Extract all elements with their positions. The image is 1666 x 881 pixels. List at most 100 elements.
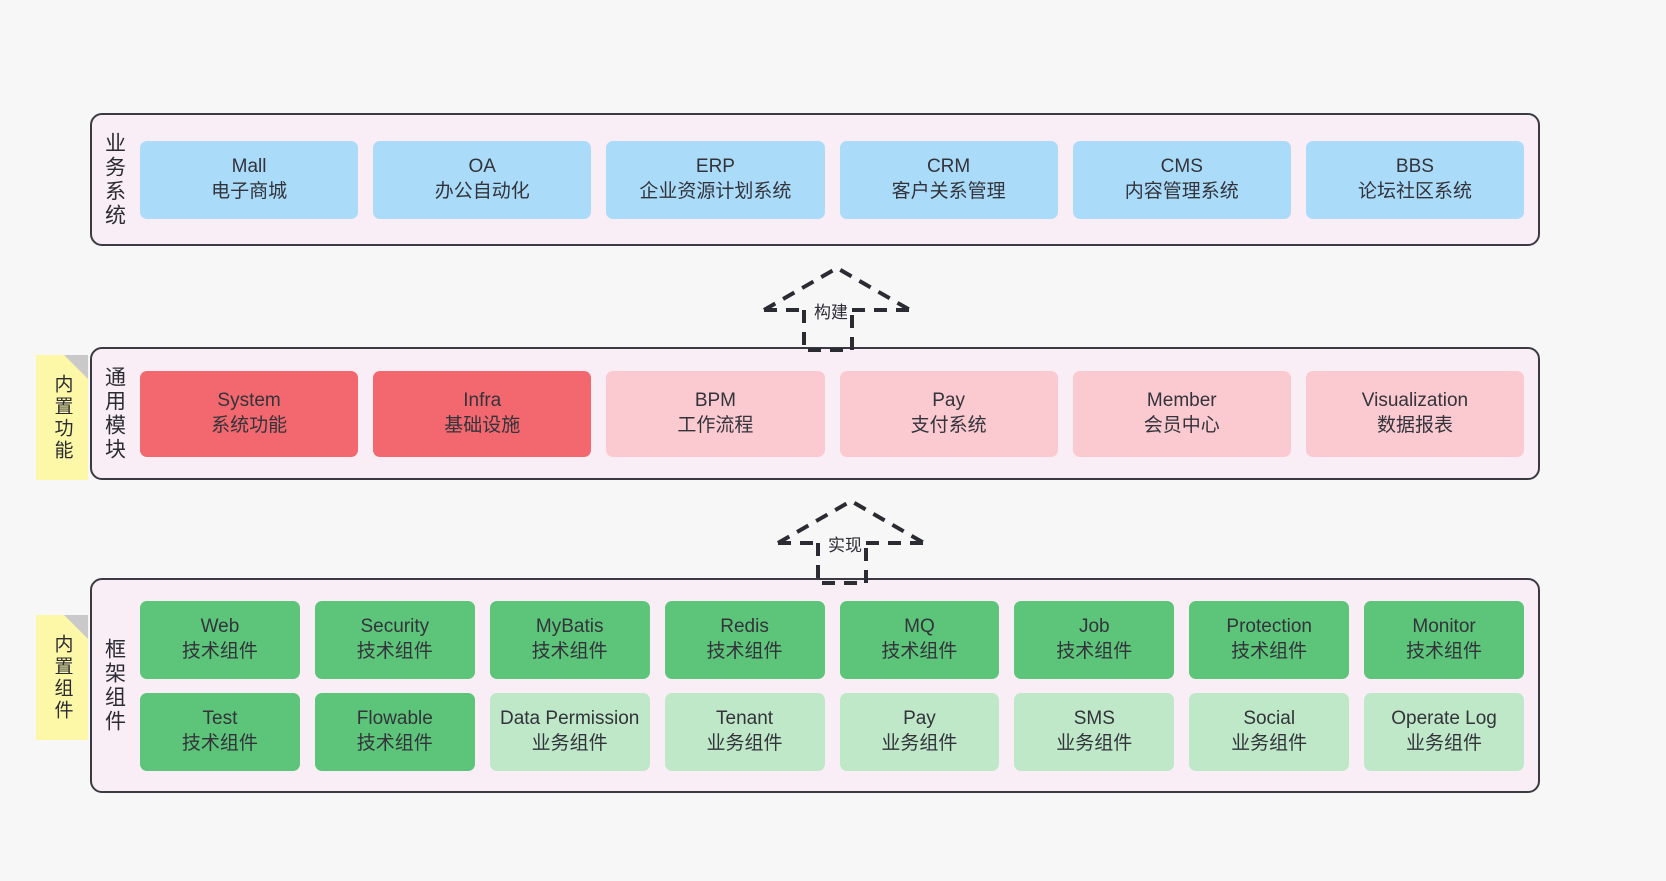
card-subtitle: 技术组件 (1056, 640, 1133, 662)
card-title: Member (1146, 390, 1217, 412)
card-subtitle: 技术组件 (181, 732, 258, 754)
card-title: Test (202, 708, 238, 730)
card-title: SMS (1073, 708, 1115, 730)
card-mybatis[interactable]: MyBatis 技术组件 (489, 600, 650, 679)
note-builtin-components: 内置组件 (36, 615, 88, 740)
layer-business-systems-label: 业务系统 (102, 131, 126, 228)
card-title: Pay (932, 390, 965, 412)
folded-corner-icon (64, 355, 88, 379)
card-bpm[interactable]: BPM 工作流程 (606, 370, 825, 457)
card-title: Operate Log (1391, 708, 1497, 730)
card-infra[interactable]: Infra 基础设施 (373, 370, 592, 457)
card-visualization[interactable]: Visualization 数据报表 (1305, 370, 1525, 457)
card-job[interactable]: Job 技术组件 (1014, 600, 1175, 679)
card-title: Security (360, 616, 430, 638)
card-security[interactable]: Security 技术组件 (314, 600, 475, 679)
card-subtitle: 系统功能 (211, 414, 288, 436)
arrow-implement-glyph (777, 498, 925, 585)
layer-framework-components-body: Web 技术组件 Security 技术组件 MyBatis 技术组件 Redi… (136, 580, 1538, 791)
card-system[interactable]: System 系统功能 (140, 370, 359, 457)
card-title: Visualization (1361, 390, 1469, 412)
card-bbs[interactable]: BBS 论坛社区系统 (1305, 140, 1525, 219)
card-title: Web (200, 616, 240, 638)
card-subtitle: 电子商城 (211, 180, 288, 202)
card-title: BPM (694, 390, 737, 412)
card-title: CMS (1160, 156, 1203, 178)
card-subtitle: 论坛社区系统 (1357, 180, 1472, 202)
framework-tech-row: Web 技术组件 Security 技术组件 MyBatis 技术组件 Redi… (140, 600, 1524, 679)
card-title: CRM (926, 156, 971, 178)
card-subtitle: 办公自动化 (434, 180, 530, 202)
layer-business-systems: 业务系统 Mall 电子商城 OA 办公自动化 ERP 企业资源计划系统 CRM… (90, 113, 1540, 246)
card-subtitle: 企业资源计划系统 (639, 180, 792, 202)
card-web[interactable]: Web 技术组件 (140, 600, 300, 679)
card-social[interactable]: Social 业务组件 (1189, 692, 1350, 771)
card-subtitle: 业务组件 (706, 732, 783, 754)
card-mq[interactable]: MQ 技术组件 (839, 600, 1000, 679)
card-title: Mall (231, 156, 267, 178)
card-title: Social (1243, 708, 1296, 730)
card-crm[interactable]: CRM 客户关系管理 (839, 140, 1058, 219)
card-subtitle: 技术组件 (1231, 640, 1308, 662)
card-subtitle: 支付系统 (910, 414, 987, 436)
card-erp[interactable]: ERP 企业资源计划系统 (606, 140, 825, 219)
card-mall[interactable]: Mall 电子商城 (140, 140, 359, 219)
card-subtitle: 技术组件 (181, 640, 258, 662)
folded-corner-icon (64, 615, 88, 639)
arrow-build: 构建 (752, 262, 922, 352)
card-title: Job (1078, 616, 1110, 638)
layer-common-modules-body: System 系统功能 Infra 基础设施 BPM 工作流程 Pay 支付系统… (136, 349, 1538, 478)
card-data-permission[interactable]: Data Permission 业务组件 (489, 692, 650, 771)
card-operate-log[interactable]: Operate Log 业务组件 (1364, 692, 1524, 771)
card-title: MyBatis (535, 616, 604, 638)
card-subtitle: 客户关系管理 (891, 180, 1006, 202)
layer-framework-components-label: 框架组件 (102, 637, 126, 734)
card-subtitle: 技术组件 (706, 640, 783, 662)
card-title: Protection (1226, 616, 1312, 638)
card-subtitle: 业务组件 (881, 732, 958, 754)
layer-common-modules-label: 通用模块 (102, 365, 126, 462)
layer-business-systems-body: Mall 电子商城 OA 办公自动化 ERP 企业资源计划系统 CRM 客户关系… (136, 115, 1538, 244)
card-tenant[interactable]: Tenant 业务组件 (664, 692, 825, 771)
card-flowable[interactable]: Flowable 技术组件 (314, 692, 475, 771)
card-redis[interactable]: Redis 技术组件 (664, 600, 825, 679)
card-title: MQ (904, 616, 935, 638)
card-test[interactable]: Test 技术组件 (140, 692, 300, 771)
card-subtitle: 数据报表 (1376, 414, 1453, 436)
note-builtin-components-label: 内置组件 (51, 633, 73, 722)
card-protection[interactable]: Protection 技术组件 (1189, 600, 1350, 679)
card-subtitle: 业务组件 (1231, 732, 1308, 754)
card-oa[interactable]: OA 办公自动化 (373, 140, 592, 219)
card-subtitle: 技术组件 (881, 640, 958, 662)
layer-framework-components: 框架组件 Web 技术组件 Security 技术组件 MyBatis 技术组件… (90, 578, 1540, 793)
card-title: Flowable (356, 708, 433, 730)
card-member[interactable]: Member 会员中心 (1072, 370, 1291, 457)
card-subtitle: 内容管理系统 (1124, 180, 1239, 202)
card-title: Infra (463, 390, 502, 412)
framework-business-row: Test 技术组件 Flowable 技术组件 Data Permission … (140, 692, 1524, 771)
card-subtitle: 业务组件 (531, 732, 608, 754)
card-cms[interactable]: CMS 内容管理系统 (1072, 140, 1291, 219)
card-subtitle: 业务组件 (1056, 732, 1133, 754)
note-builtin-features: 内置功能 (36, 355, 88, 480)
card-title: BBS (1395, 156, 1434, 178)
card-pay-module[interactable]: Pay 支付系统 (839, 370, 1058, 457)
card-subtitle: 工作流程 (677, 414, 754, 436)
layer-common-modules: 通用模块 System 系统功能 Infra 基础设施 BPM 工作流程 Pay… (90, 347, 1540, 480)
card-title: Pay (903, 708, 936, 730)
card-title: Data Permission (499, 708, 640, 730)
card-title: Redis (720, 616, 769, 638)
card-monitor[interactable]: Monitor 技术组件 (1364, 600, 1524, 679)
card-subtitle: 技术组件 (1406, 640, 1483, 662)
card-subtitle: 会员中心 (1143, 414, 1220, 436)
card-subtitle: 业务组件 (1406, 732, 1483, 754)
card-subtitle: 技术组件 (356, 640, 433, 662)
card-title: ERP (695, 156, 735, 178)
card-pay-component[interactable]: Pay 业务组件 (839, 692, 1000, 771)
card-subtitle: 基础设施 (444, 414, 521, 436)
card-sms[interactable]: SMS 业务组件 (1014, 692, 1175, 771)
card-subtitle: 技术组件 (356, 732, 433, 754)
arrow-implement-label: 实现 (828, 536, 862, 555)
card-subtitle: 技术组件 (531, 640, 608, 662)
